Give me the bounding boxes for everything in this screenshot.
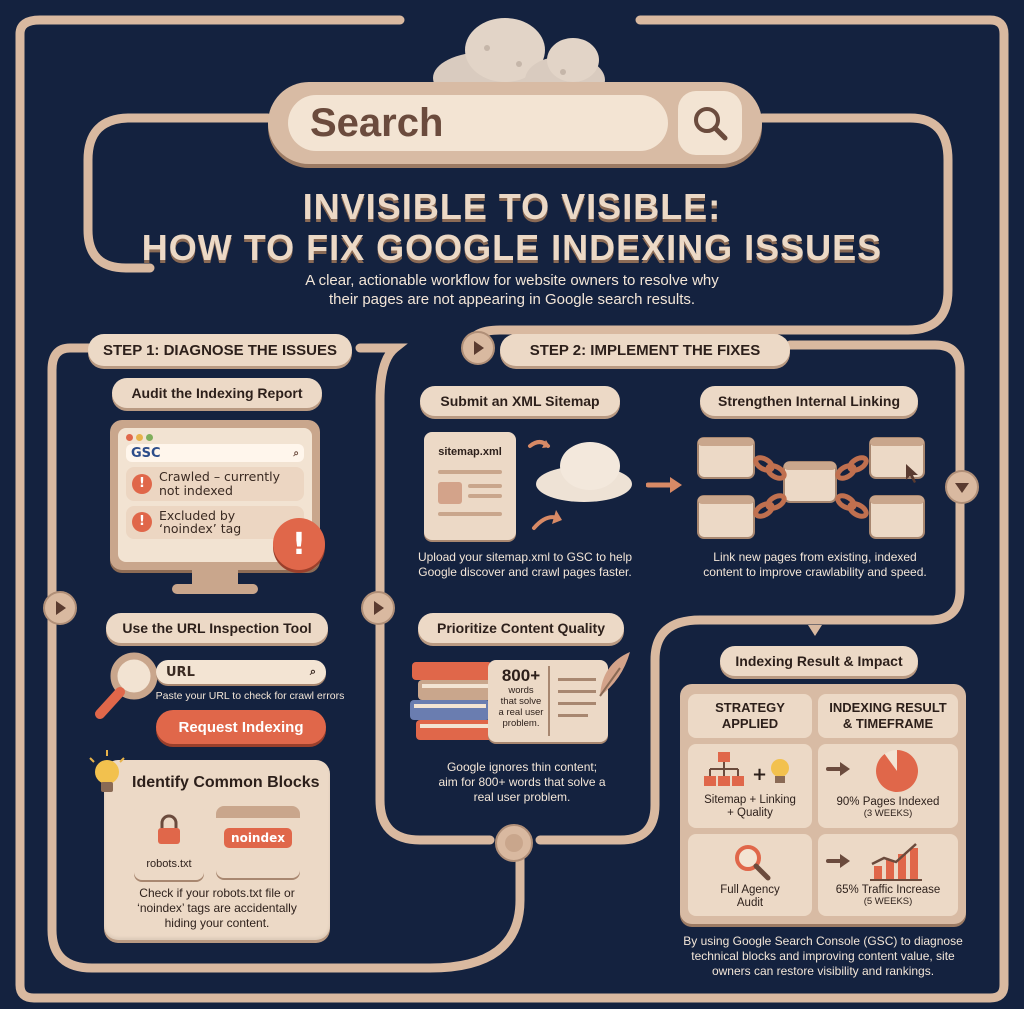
word-count: 800+: [501, 666, 541, 685]
scroll-icon: sitemap.xml: [424, 432, 516, 540]
books-icon: [410, 662, 496, 740]
noindex-tag: noindex: [224, 828, 292, 848]
step1-heading: STEP 1: DIAGNOSE THE ISSUES: [88, 334, 352, 366]
blocks-label: Identify Common Blocks: [132, 774, 320, 791]
sitemap-label: Submit an XML Sitemap: [420, 386, 620, 416]
inspect-note: Paste your URL to check for crawl errors: [155, 690, 345, 702]
magnifier-icon: ⌕: [293, 447, 299, 459]
row1-strategy-text-2: + Quality: [727, 807, 773, 820]
pie-slice-indexed: [876, 750, 919, 792]
alert-icon: !: [132, 512, 152, 533]
chain-icon: [697, 437, 925, 539]
row2-strategy-text-2: Audit: [736, 897, 764, 910]
arrow-icon: [826, 854, 850, 868]
url-placeholder: URL: [166, 664, 195, 680]
sitemap-file-label: sitemap.xml: [438, 446, 502, 458]
big-alert-icon: !: [273, 518, 325, 570]
summary-text: By using Google Search Console (GSC) to …: [683, 934, 963, 978]
content-desc: Google ignores thin content;aim for 800+…: [438, 760, 606, 804]
svg-text:+: +: [752, 764, 767, 785]
row1-timeframe: (3 WEEKS): [863, 807, 913, 819]
row1-strategy: + Sitemap + Linking+ Quality: [688, 744, 812, 828]
search-button[interactable]: [678, 91, 742, 155]
result-label: Indexing Result & Impact: [720, 646, 918, 676]
magnifier-icon: [694, 107, 728, 141]
page-title: INVISIBLE TO VISIBLE:HOW TO FIX GOOGLE I…: [141, 186, 883, 269]
pie-icon: [876, 750, 919, 792]
search-input[interactable]: Search: [288, 95, 668, 151]
row2-result-text: 65% Traffic Increase: [835, 884, 941, 896]
arrow-icon: [646, 477, 682, 493]
robots-label: robots.txt: [146, 858, 192, 870]
lock-icon: [158, 814, 180, 844]
robots-file: robots.txt: [134, 802, 204, 880]
row2-strategy-text: Full Agency: [720, 884, 780, 896]
audit-label: Audit the Indexing Report: [112, 378, 322, 408]
connector-knobs: [43, 331, 979, 862]
lightbulb-icon: [89, 750, 125, 792]
gsc-search-field[interactable]: GSC ⌕: [126, 444, 304, 462]
search-label: Search: [310, 100, 444, 145]
col-result-header: INDEXING RESULT& TIMEFRAME: [818, 694, 958, 738]
noindex-window: noindex: [216, 806, 300, 878]
step2-heading: STEP 2: IMPLEMENT THE FIXES: [500, 334, 790, 366]
alert-icon: !: [132, 473, 152, 494]
window-dots: [126, 434, 304, 441]
monitor-stand: [172, 584, 258, 594]
linking-label: Strengthen Internal Linking: [700, 386, 918, 416]
search-bar[interactable]: Search: [268, 82, 762, 164]
magnifier-icon: [735, 845, 771, 881]
page-subtitle: A clear, actionable workflow for website…: [305, 272, 719, 308]
row1-strategy-text: Sitemap + Linking: [704, 794, 796, 806]
bar-chart-icon: [870, 843, 922, 881]
url-input[interactable]: URL ⌕: [156, 660, 326, 684]
row1-result: 90% Pages Indexed (3 WEEKS): [818, 744, 958, 828]
cloud-icon: [528, 440, 632, 530]
hierarchy-icon: +: [704, 752, 789, 786]
monitor-neck: [192, 570, 238, 586]
magnifier-icon: ⌕: [309, 665, 316, 678]
row2-result: 65% Traffic Increase (5 WEEKS): [818, 834, 958, 916]
magnifier-icon: [95, 652, 158, 719]
blocks-desc: Check if your robots.txt file or‘noindex…: [137, 886, 297, 930]
arrow-icon: [826, 762, 850, 776]
inspect-label: Use the URL Inspection Tool: [106, 613, 328, 643]
row1-result-text: 90% Pages Indexed: [836, 796, 940, 808]
request-indexing-button[interactable]: Request Indexing: [156, 710, 326, 744]
content-label: Prioritize Content Quality: [418, 613, 624, 643]
quill-icon: [599, 652, 630, 697]
row2-timeframe: (5 WEEKS): [863, 895, 913, 907]
